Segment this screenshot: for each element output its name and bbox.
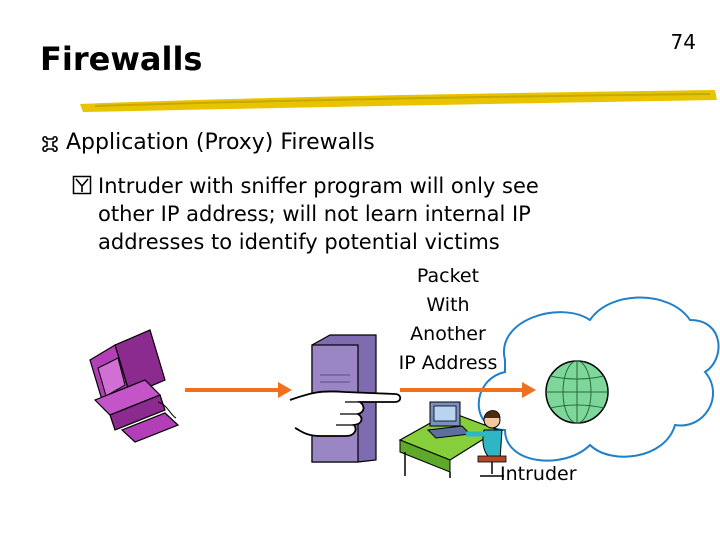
y-bullet-icon bbox=[72, 175, 92, 195]
intruder-label: Intruder bbox=[500, 463, 577, 485]
bullet-text: Intruder with sniffer program will only … bbox=[98, 174, 539, 254]
pointing-hand-icon bbox=[289, 390, 402, 437]
bullet-level-2: Intruder with sniffer program will only … bbox=[72, 172, 672, 256]
bullet-level-1: Application (Proxy) Firewalls bbox=[40, 130, 375, 155]
intruder-icon bbox=[398, 401, 507, 478]
slide-title: Firewalls bbox=[40, 40, 203, 78]
title-underline bbox=[80, 90, 717, 112]
internal-computer-icon bbox=[89, 329, 180, 443]
packet-label: Packet With Another IP Address bbox=[398, 265, 498, 374]
bullet-text: Application (Proxy) Firewalls bbox=[66, 130, 375, 155]
globe-icon bbox=[545, 360, 609, 424]
page-number: 74 bbox=[670, 30, 696, 54]
z-bullet-icon bbox=[42, 135, 58, 153]
